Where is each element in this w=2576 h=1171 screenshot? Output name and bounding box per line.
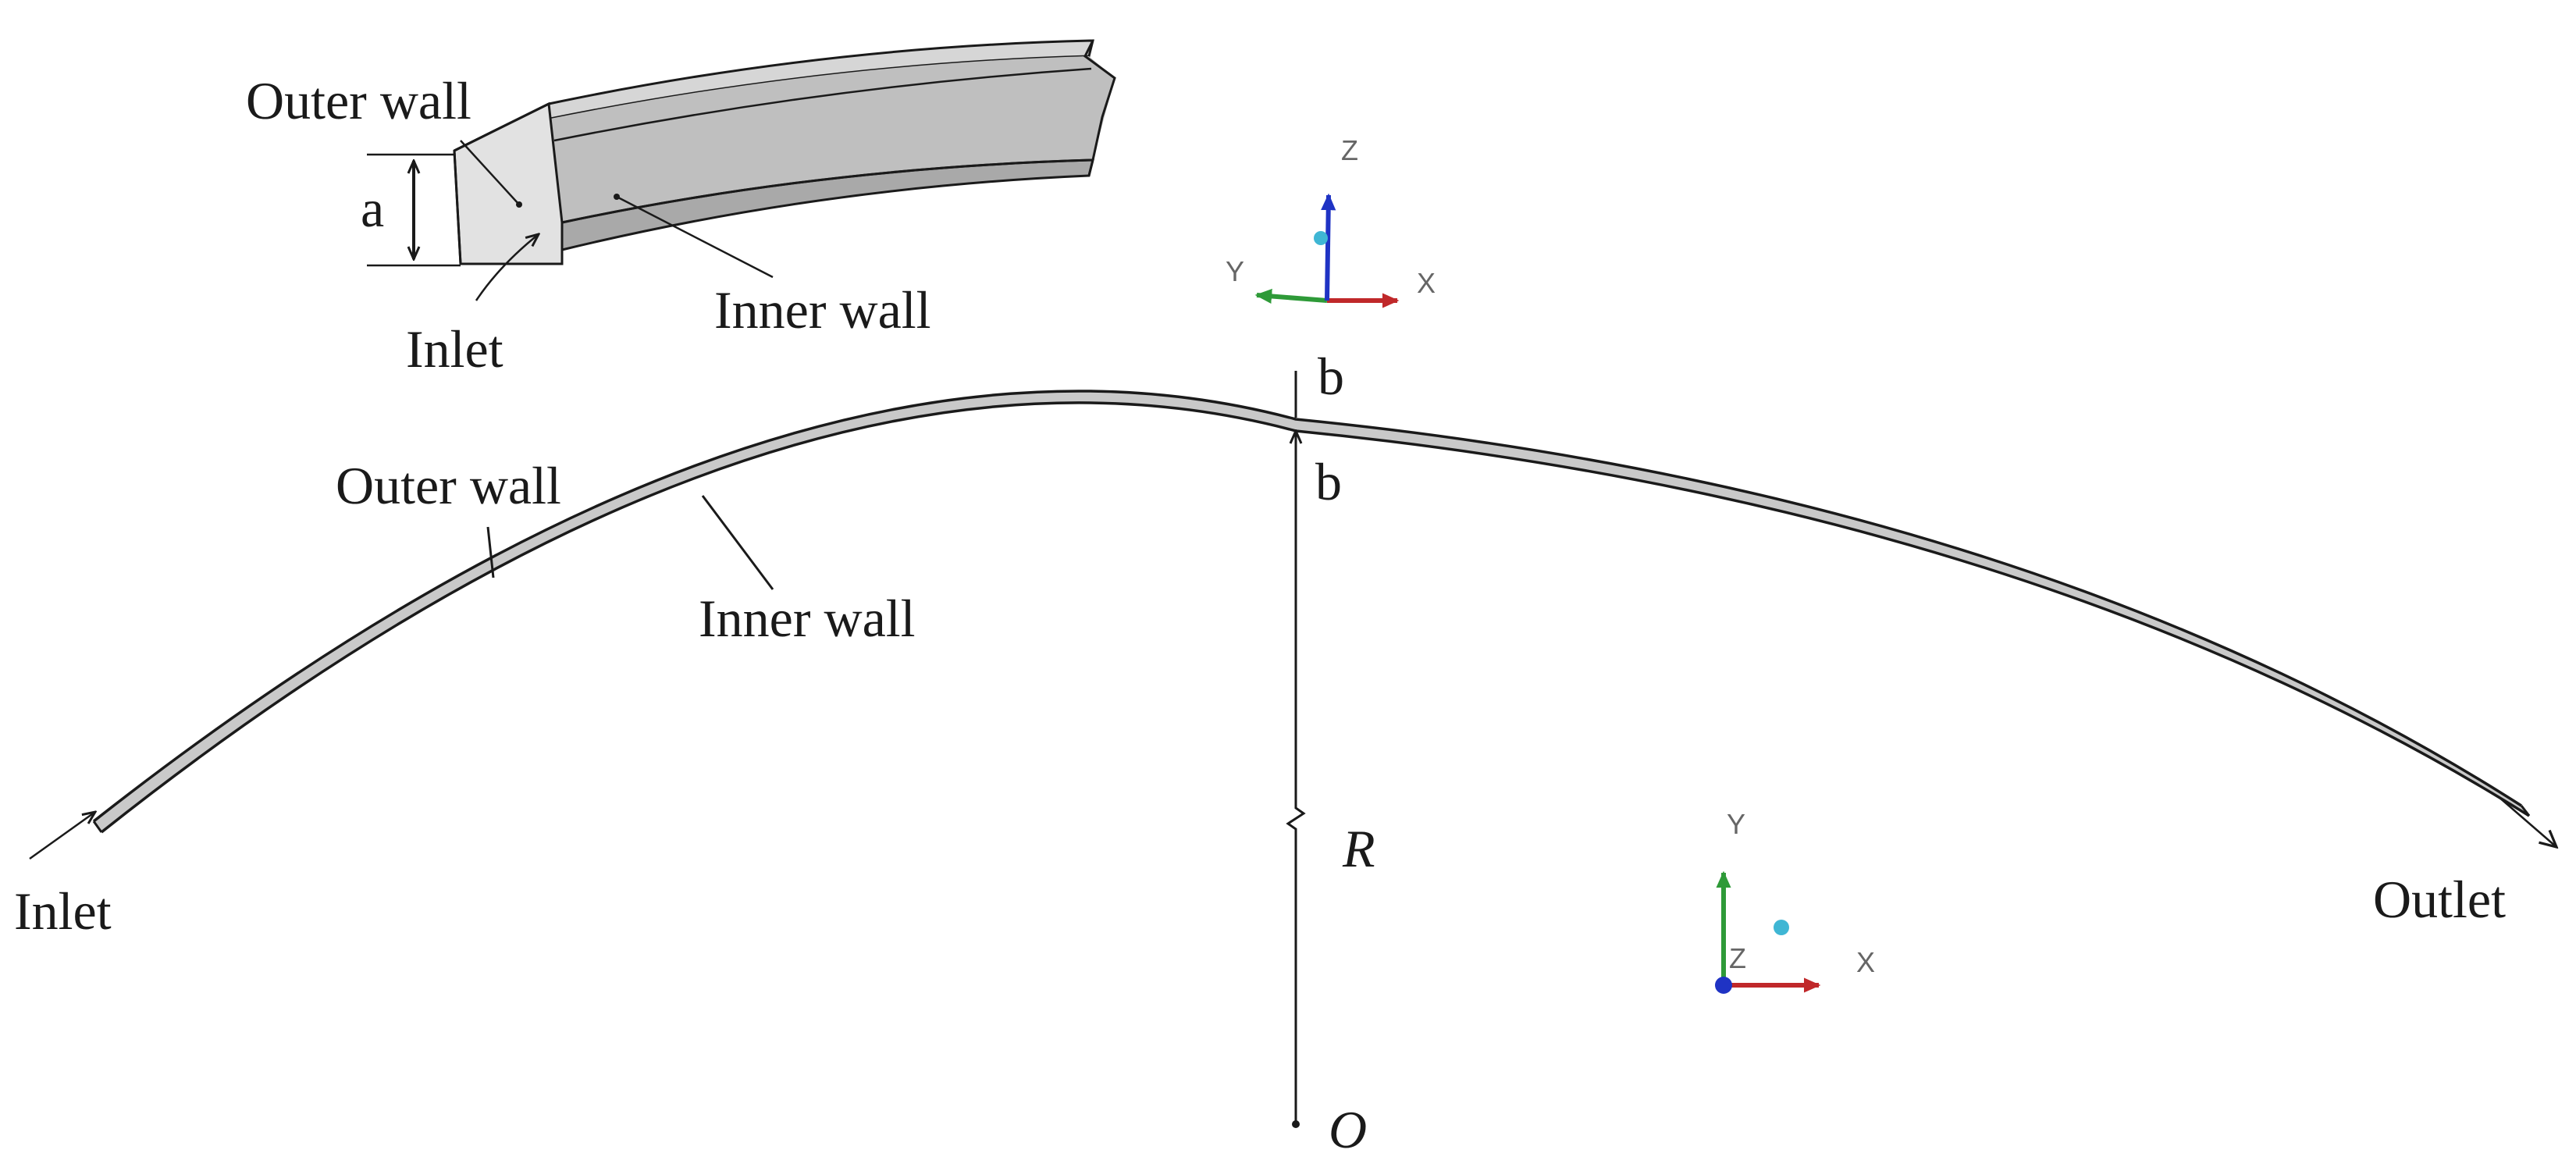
triad-top: X Y Z [1226, 134, 1436, 308]
triad-top-hub [1314, 231, 1328, 245]
dimension-a-label: a [361, 179, 384, 238]
inner-wall-leader [701, 495, 774, 590]
duct-top-edge-line [553, 67, 1092, 142]
duct-front-edge [453, 102, 562, 265]
curved-duct-outer-wall [92, 390, 2522, 823]
radius-line [1286, 468, 1306, 1124]
triad-bottom-x-label: X [1856, 946, 1875, 978]
inset-outer-wall-leader [460, 140, 520, 205]
triad-bottom-z-label: Z [1729, 942, 1746, 974]
inset-inlet-leader [475, 234, 539, 301]
triad-bottom-hub [1774, 920, 1789, 935]
inset-outer-wall-label: Outer wall [246, 71, 471, 130]
outer-wall-leader [486, 526, 495, 578]
triad-top-x-label: X [1417, 267, 1436, 299]
section-bottom-label: b [1315, 452, 1342, 511]
section-top-label: b [1318, 347, 1344, 406]
triad-top-y-axis [1254, 288, 1328, 304]
radius-label: R [1342, 819, 1375, 878]
duct-broken-end [1083, 40, 1116, 176]
inlet-label: Inlet [14, 881, 112, 941]
triad-top-y-label: Y [1226, 255, 1244, 287]
curved-duct [29, 371, 2556, 1128]
triad-bottom-z-axis [1715, 977, 1732, 994]
triad-top-z-axis [1321, 193, 1336, 301]
inset-outer-wall-dot [516, 201, 522, 208]
duct-inset: a Outer wall Inlet Inner wall [246, 39, 1116, 379]
inset-inlet-label: Inlet [406, 319, 503, 379]
inset-inner-wall-leader [616, 195, 774, 279]
outer-wall-label: Outer wall [336, 456, 561, 515]
inlet-flow-arrow [29, 812, 95, 860]
outlet-flow-arrow [2497, 795, 2556, 847]
triad-bottom: X Y Z [1715, 808, 1875, 994]
inner-wall-label: Inner wall [699, 589, 916, 648]
inset-inner-wall-label: Inner wall [714, 280, 931, 340]
triad-top-z-label: Z [1341, 134, 1358, 166]
duct-mid-edge-line [561, 158, 1094, 224]
triad-bottom-y-label: Y [1727, 808, 1745, 840]
origin-label: O [1329, 1100, 1367, 1159]
center-point [1292, 1120, 1300, 1128]
inset-inner-wall-dot [614, 194, 620, 200]
duct-side-face [546, 56, 1115, 264]
curved-duct-end-cap [92, 805, 2531, 833]
outlet-label: Outlet [2373, 870, 2506, 929]
